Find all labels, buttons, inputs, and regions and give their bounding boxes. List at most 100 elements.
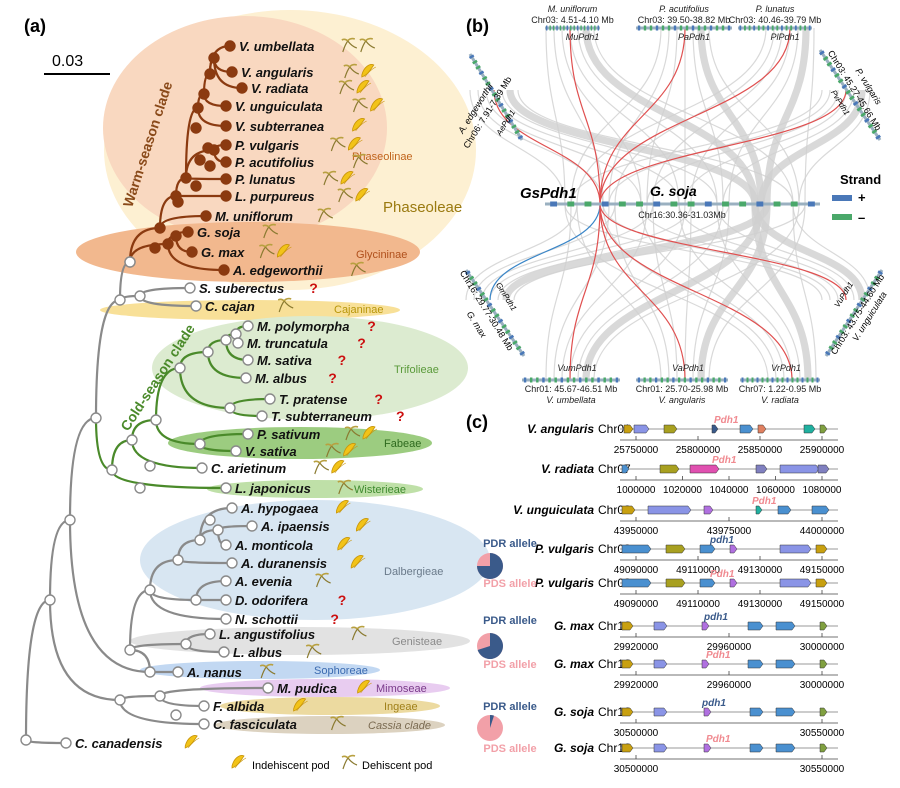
tree-node bbox=[162, 238, 174, 250]
tree-node bbox=[226, 66, 238, 78]
gene-arrow bbox=[747, 621, 764, 631]
pdh1-link bbox=[569, 203, 601, 381]
synteny-link bbox=[545, 203, 572, 381]
tree-node bbox=[124, 256, 136, 268]
gene-arrow bbox=[653, 659, 668, 669]
synteny-link bbox=[477, 89, 604, 205]
synteny-link bbox=[608, 89, 831, 205]
taxon-name: C. canadensis bbox=[75, 736, 162, 751]
tree-node bbox=[90, 412, 102, 424]
pdh1-label: pdh1 bbox=[701, 698, 726, 709]
taxon-name: P. lunatus bbox=[235, 172, 295, 187]
synteny-link bbox=[506, 89, 759, 205]
tree-node bbox=[218, 264, 230, 276]
pdh1-link bbox=[599, 203, 686, 381]
region-label: Chr03: 4.51-4.10 Mb bbox=[531, 15, 614, 25]
gene-arrow bbox=[819, 707, 828, 717]
scale-bar-label: 0.03 bbox=[52, 53, 83, 70]
synteny-link bbox=[577, 27, 718, 205]
pdh1-link bbox=[493, 89, 601, 205]
strand-legend: Strand+– bbox=[832, 172, 881, 225]
center-region: Chr16:30.36-31.03Mb bbox=[638, 210, 726, 220]
tree-node bbox=[204, 628, 216, 640]
taxon-name: P. acutifolius bbox=[235, 155, 314, 170]
synteny-link bbox=[570, 27, 662, 205]
minus-label: – bbox=[858, 210, 865, 225]
locus-tick: 30000000 bbox=[800, 642, 845, 653]
synteny-link bbox=[684, 203, 692, 381]
locus-tick: 43975000 bbox=[707, 526, 752, 537]
locus-tick: 29920000 bbox=[614, 642, 659, 653]
tree-node bbox=[44, 594, 56, 606]
synteny-link bbox=[804, 27, 815, 205]
tribe-label: Wisterieae bbox=[354, 484, 406, 496]
locus-species: G. max bbox=[554, 657, 595, 671]
gene-arrow bbox=[815, 578, 828, 588]
taxon: V. angularis bbox=[241, 63, 377, 80]
tree-node bbox=[220, 482, 232, 494]
unknown-marker: ? bbox=[338, 352, 347, 368]
chromosome-G.max bbox=[464, 269, 526, 357]
tree-node bbox=[230, 328, 242, 340]
tree-node bbox=[224, 402, 236, 414]
taxon-name: G. max bbox=[201, 245, 245, 260]
synteny-link bbox=[798, 89, 871, 205]
tribe-backgrounds bbox=[76, 10, 490, 734]
synteny-link bbox=[678, 203, 793, 381]
taxon-name: P. vulgaris bbox=[235, 138, 299, 153]
pdh1-link bbox=[599, 27, 686, 205]
synteny-link bbox=[553, 203, 610, 381]
locus-tick: 1060000 bbox=[756, 485, 795, 496]
taxon-name: N. schottii bbox=[235, 612, 298, 627]
taxon: A. nanus bbox=[186, 663, 277, 680]
taxon-name: S. suberectus bbox=[199, 281, 284, 296]
taxon-name: L. japonicus bbox=[235, 481, 311, 496]
locus-tick: 25850000 bbox=[738, 445, 783, 456]
taxon: A. monticola bbox=[234, 537, 353, 553]
locus-tick: 49130000 bbox=[738, 565, 783, 576]
taxon-name: T. pratense bbox=[279, 392, 347, 407]
locus-tick: 49130000 bbox=[738, 599, 783, 610]
tree-node bbox=[240, 372, 252, 384]
locus-species: P. vulgaris bbox=[535, 576, 594, 590]
gene-arrow bbox=[747, 659, 764, 669]
taxon-name: V. subterranea bbox=[235, 119, 324, 134]
locus-tick: 49150000 bbox=[800, 565, 845, 576]
taxon: A. ipaensis bbox=[260, 518, 371, 534]
tree-node bbox=[202, 346, 214, 358]
taxon-name: M. polymorpha bbox=[257, 319, 349, 334]
tree-node bbox=[220, 100, 232, 112]
synteny-link bbox=[751, 203, 812, 381]
tree-node bbox=[190, 122, 202, 134]
tree-node bbox=[220, 594, 232, 606]
tree-node bbox=[242, 320, 254, 332]
taxon: V. unguiculata bbox=[235, 97, 386, 114]
tribe-label: Phaseolinae bbox=[352, 151, 413, 163]
plus-label: + bbox=[858, 190, 866, 205]
gene-arrow bbox=[699, 544, 716, 554]
region-label: Chr03: 39.50-38.82 Mb bbox=[638, 15, 731, 25]
taxon-name: M. uniflorum bbox=[215, 209, 293, 224]
tribe-label: Sophoreae bbox=[314, 665, 368, 677]
tree-node bbox=[64, 514, 76, 526]
locus-tick: 49110000 bbox=[676, 565, 720, 576]
chromosome-P.vulgaris bbox=[818, 49, 882, 141]
locus-species: G. max bbox=[554, 619, 595, 633]
synteny-link bbox=[469, 89, 566, 205]
synteny-link bbox=[608, 27, 670, 205]
minus-swatch bbox=[832, 214, 852, 220]
locus-species: G. soja bbox=[554, 705, 594, 719]
gene-label: VrPdh1 bbox=[771, 363, 801, 373]
unknown-marker: ? bbox=[328, 370, 337, 386]
chromosome-V.unguiculata bbox=[824, 269, 884, 357]
gene-arrow bbox=[633, 424, 650, 434]
taxon-name: V. unguiculata bbox=[235, 99, 323, 114]
locus-tick: 1020000 bbox=[663, 485, 702, 496]
gene-label: VaPdh1 bbox=[672, 363, 704, 373]
taxon: M. sativa? bbox=[257, 352, 346, 368]
locus-tick: 30000000 bbox=[800, 680, 845, 691]
gene-arrow bbox=[621, 659, 634, 669]
